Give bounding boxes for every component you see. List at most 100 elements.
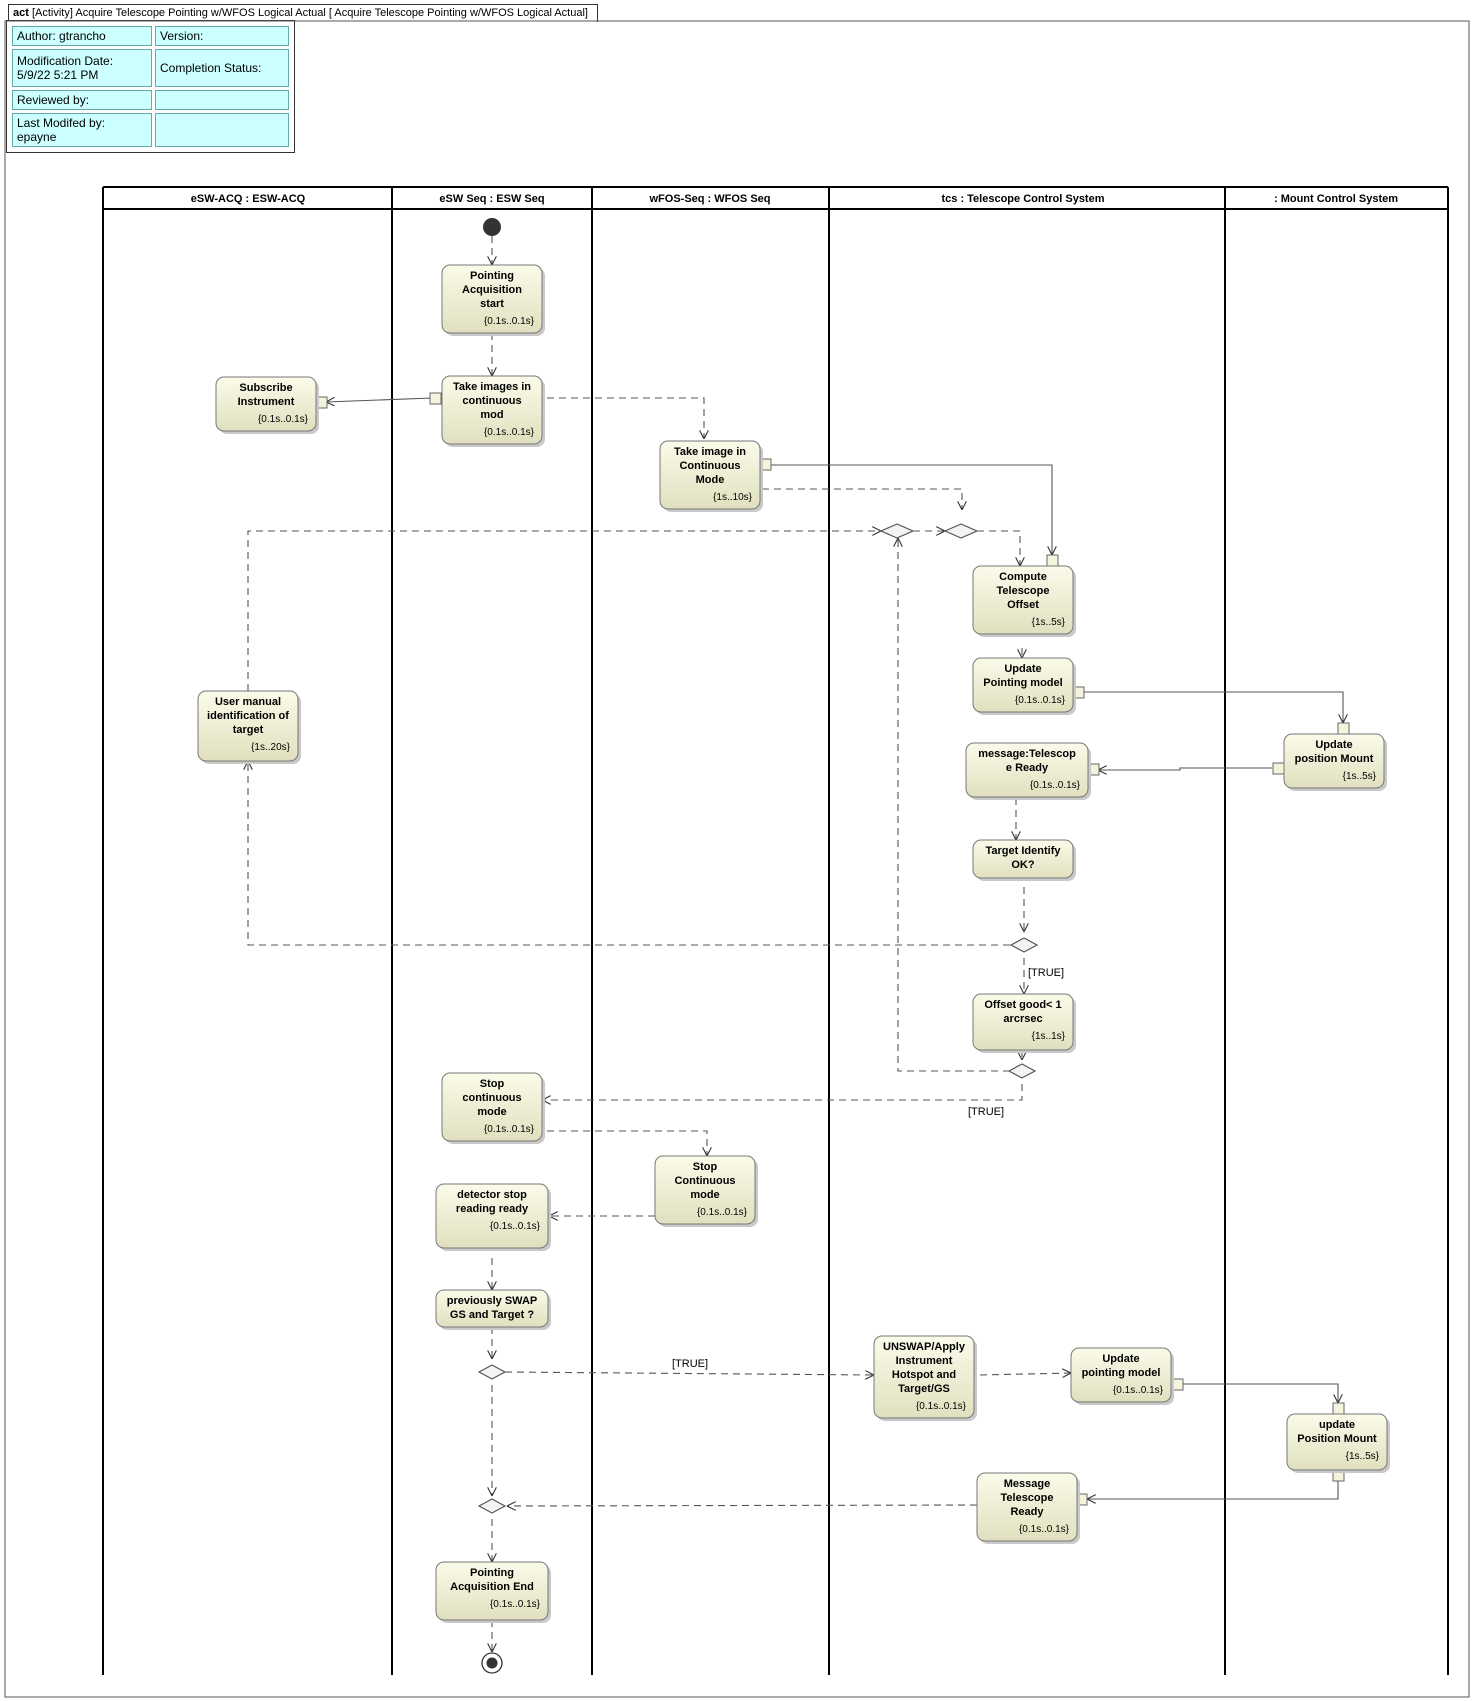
edge-take-images-to-subscribe (326, 398, 433, 402)
action-label-line: Telescope (997, 585, 1050, 597)
final-node (481, 1652, 503, 1674)
lane-title-esw-acq: eSW-ACQ : ESW-ACQ (191, 193, 306, 205)
action-label-line: Mode (696, 474, 725, 486)
pins (315, 392, 1350, 1506)
action-label-line: Telescope (1001, 1492, 1054, 1504)
info-last-modified-value (155, 113, 289, 147)
edge-msg-ready2-to-merge (507, 1505, 978, 1506)
diagram-frame (4, 20, 1470, 1698)
edges (248, 236, 1343, 1652)
edge-take-images-to-wfos (547, 397, 704, 439)
action-box (435, 1183, 549, 1249)
diagram-kind: act (13, 7, 29, 19)
pin-compute (1046, 554, 1059, 567)
pin-update-mount-out (1272, 762, 1285, 775)
info-reviewed-by-value (155, 90, 289, 110)
action-duration: {1s..5s} (1032, 617, 1066, 628)
guard-true-offset: [TRUE] (968, 1106, 1004, 1118)
action-label-line: update (1319, 1419, 1355, 1431)
action-label-line: Update (1004, 663, 1041, 675)
action-label-line: Pointing (470, 1567, 514, 1579)
action-duration: {0.1s..0.1s} (1019, 1524, 1070, 1535)
action-label-line: Position Mount (1297, 1433, 1377, 1445)
action-duration: {1s..20s} (251, 742, 291, 753)
action-box (215, 376, 317, 432)
action-duration: {1s..5s} (1346, 1451, 1380, 1462)
decision-node-offset (1007, 1063, 1037, 1079)
action-label-line: Acquisition (462, 284, 522, 296)
edge-stop-cont-to-wfos-stop (547, 1130, 707, 1156)
action-label-line: Stop (480, 1078, 505, 1090)
edge-wfos-to-merge (762, 488, 962, 510)
action-box (441, 375, 543, 445)
pin-update-mount2-in (1332, 1402, 1345, 1415)
action-label-line: Instrument (896, 1355, 953, 1367)
edge-mount-to-msg-ready (1098, 768, 1272, 770)
action-duration: {0.1s..0.1s} (1113, 1385, 1164, 1396)
diagram-header-bracket: [ Acquire Telescope Pointing w/WFOS Logi… (328, 7, 588, 19)
action-duration: {0.1s..0.1s} (484, 427, 535, 438)
action-label-line: start (480, 298, 504, 310)
info-reviewed-by: Reviewed by: (12, 90, 152, 110)
edge-update-pm2-to-mount2 (1181, 1383, 1338, 1403)
action-duration: {0.1s..0.1s} (490, 1599, 541, 1610)
action-label-line: target (233, 724, 264, 736)
merge-node-2 (943, 523, 979, 539)
action-label-line: mode (477, 1106, 506, 1118)
action-box (972, 839, 1074, 879)
action-box (972, 565, 1074, 635)
action-label-line: arcrsec (1003, 1013, 1042, 1025)
merge-node-swap (477, 1498, 507, 1514)
action-label-line: mode (690, 1189, 719, 1201)
action-label-line: Stop (693, 1161, 718, 1173)
edge-decision-to-unswap (504, 1372, 874, 1375)
initial-node (483, 218, 501, 236)
action-label-line: Continuous (674, 1175, 735, 1187)
action-label-line: Pointing (470, 270, 514, 282)
edge-decision-loop-back (898, 538, 1010, 1072)
action-box (972, 657, 1074, 713)
edge-decision-to-stop-cont (542, 1084, 1023, 1100)
action-label-line: UNSWAP/Apply (883, 1341, 966, 1353)
decision-node-swap (477, 1364, 507, 1380)
action-label-line: Instrument (238, 396, 295, 408)
action-duration: {0.1s..0.1s} (1030, 780, 1081, 791)
info-table: Author: gtrancho Version: Modification D… (6, 20, 295, 153)
action-label-line: Pointing model (983, 677, 1062, 689)
action-label-line: Update (1102, 1353, 1139, 1365)
action-box (965, 742, 1089, 798)
action-label-line: Take images in (453, 381, 531, 393)
action-box (435, 1289, 549, 1328)
diagram-header: act [Activity] Acquire Telescope Pointin… (8, 4, 598, 22)
action-box (1286, 1413, 1388, 1471)
diagram-header-rest: [Activity] Acquire Telescope Pointing w/… (31, 7, 326, 19)
action-box (441, 264, 543, 334)
action-msg-ready[interactable]: message:Telescope Ready{0.1s..0.1s} (965, 742, 1091, 800)
action-label-line: User manual (215, 696, 281, 708)
action-label-line: GS and Target ? (450, 1309, 534, 1321)
swimlanes (102, 186, 1449, 1675)
action-label-line: position Mount (1295, 753, 1374, 765)
info-version: Version: (155, 26, 289, 46)
action-box (976, 1472, 1078, 1542)
